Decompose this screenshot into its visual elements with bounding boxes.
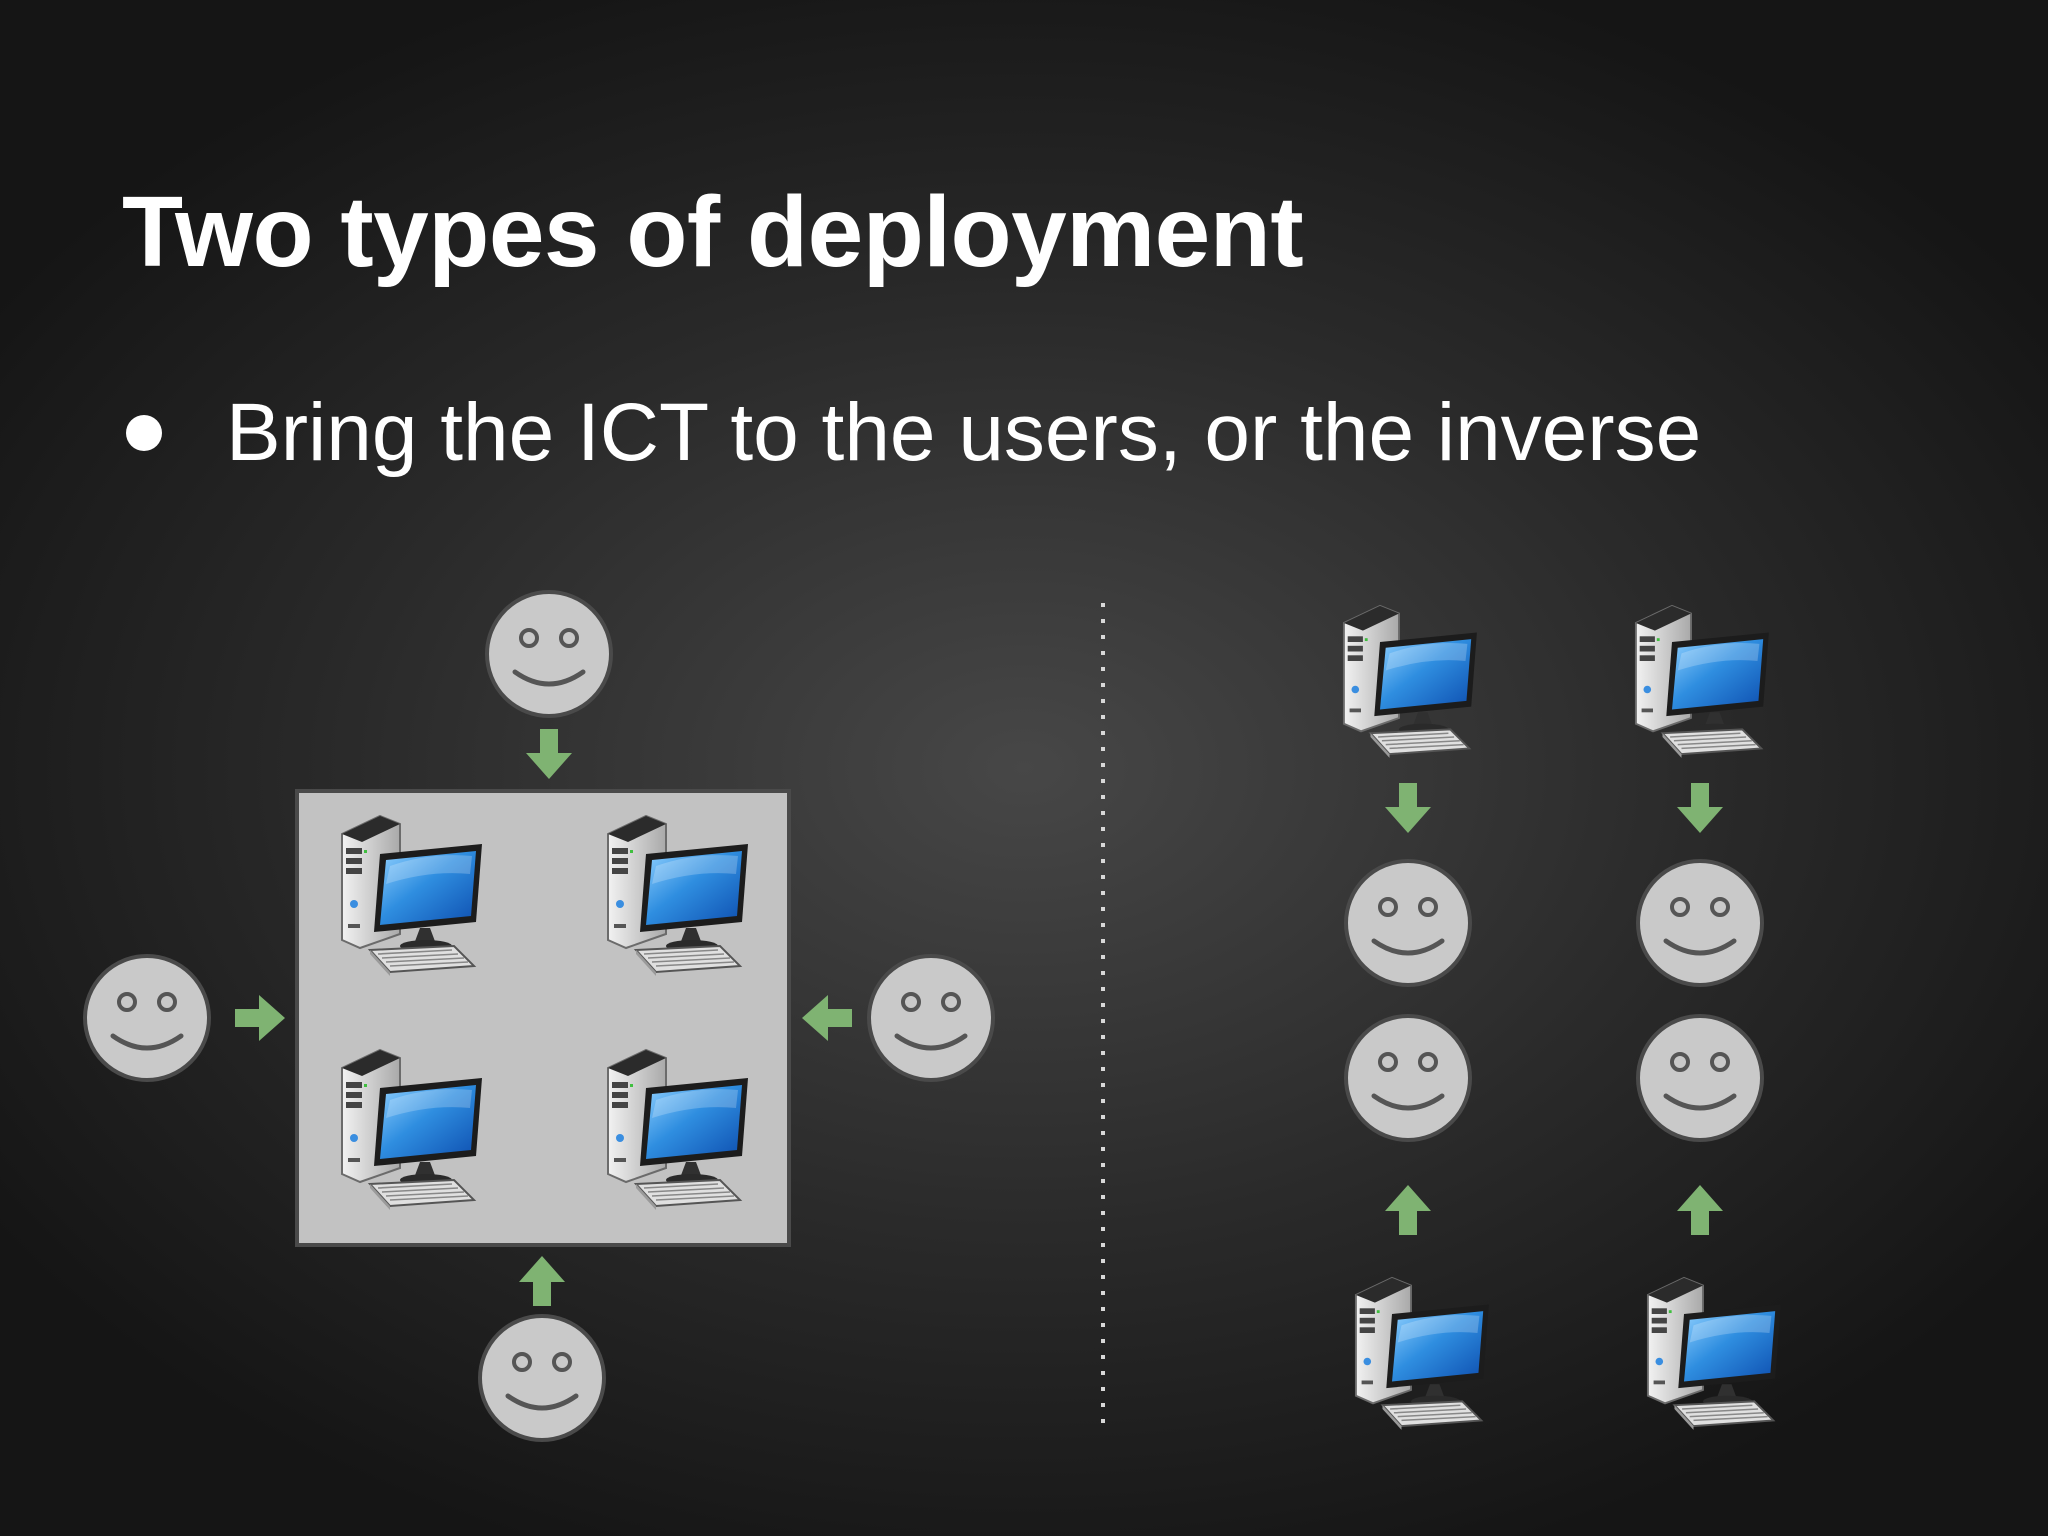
arrow-right-icon — [235, 995, 285, 1041]
user-face-icon — [1346, 1016, 1470, 1140]
bullet-text: Bring the ICT to the users, or the inver… — [226, 387, 1702, 478]
slide-title: Two types of deployment — [122, 176, 1304, 288]
user-face-icon — [480, 1316, 604, 1440]
arrow-down-icon — [1677, 783, 1723, 833]
arrow-up-icon — [1677, 1185, 1723, 1235]
desktop-computer-icon — [1634, 604, 1770, 759]
arrow-left-icon — [802, 995, 852, 1041]
desktop-computer-icon — [1342, 604, 1478, 759]
arrow-up-icon — [1385, 1185, 1431, 1235]
user-face-icon — [1346, 861, 1470, 985]
user-face-icon — [1638, 1016, 1762, 1140]
desktop-computer-icon — [1354, 1276, 1490, 1431]
arrow-up-icon — [519, 1256, 565, 1306]
user-face-icon — [487, 592, 611, 716]
arrow-down-icon — [526, 729, 572, 779]
arrow-down-icon — [1385, 783, 1431, 833]
user-face-icon — [869, 956, 993, 1080]
bullet-item: Bring the ICT to the users, or the inver… — [126, 392, 1701, 474]
bullet-dot-icon — [126, 415, 162, 451]
user-face-icon — [85, 956, 209, 1080]
desktop-computer-icon — [1646, 1276, 1782, 1431]
user-face-icon — [1638, 861, 1762, 985]
